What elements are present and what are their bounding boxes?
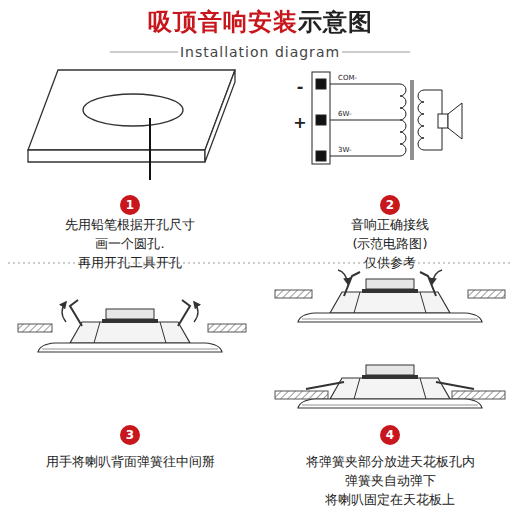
rule (110, 52, 178, 53)
callout-number: 4 (380, 425, 400, 445)
title: 吸顶音响安装示意图 (148, 6, 373, 38)
step-caption: 先用铅笔根据开孔尺寸 画一个圆孔.再用开孔工具开孔 (65, 215, 195, 272)
ceiling-board (28, 70, 235, 162)
callout-number: 1 (120, 195, 140, 215)
speaker-step4-insert (275, 270, 505, 322)
callout-number: 2 (380, 195, 400, 215)
polarity-sign: - (297, 77, 304, 96)
pencil-line (149, 118, 151, 180)
terminal-name: COM- (338, 74, 357, 82)
step-caption: 将弹簧夹部分放进天花板孔内 弹簧夹自动弹下 将喇叭固定在天花板上 (306, 452, 475, 509)
speaker-step4-fixed (275, 365, 505, 408)
step-caption: 用手将喇叭背面弹簧往中间掰 (46, 452, 215, 471)
polarity-sign: + (293, 113, 306, 132)
wiring-schematic (312, 72, 462, 164)
subtitle: Installation diagram (180, 44, 340, 60)
callout-number: 3 (120, 425, 140, 445)
speaker-step3 (18, 300, 246, 352)
terminal-name: 6W- (338, 110, 352, 118)
rule (342, 52, 410, 53)
terminal-name: 3W- (338, 146, 352, 154)
step-caption: 音响正确接线(示范电路图) 仅供参考 (351, 215, 429, 272)
